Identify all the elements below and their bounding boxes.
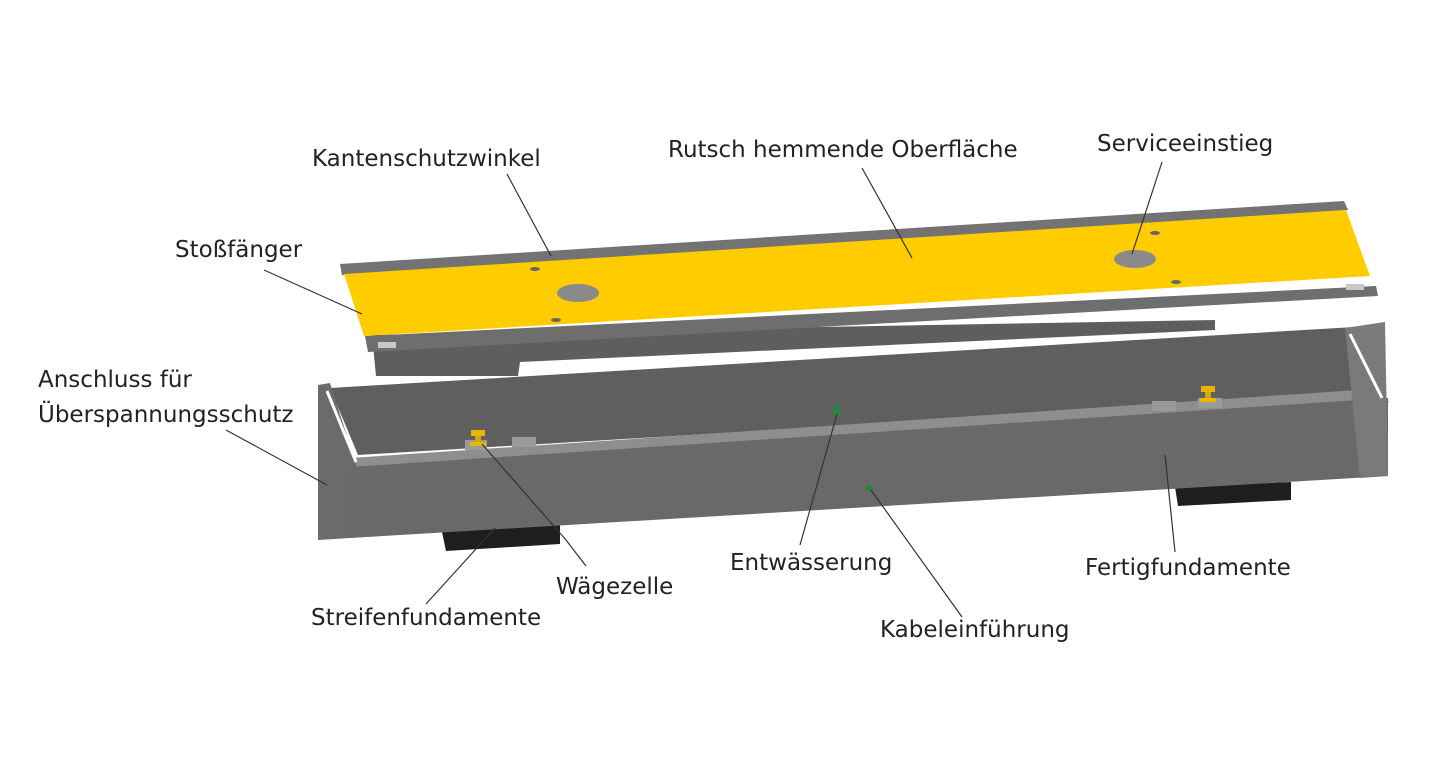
load-cell-seat [1152, 401, 1176, 411]
concrete-pit [318, 322, 1390, 551]
leader-streifenfundamente [425, 527, 496, 605]
bumper-left [378, 342, 396, 348]
load-cell-seat [512, 437, 536, 447]
pit-front-wall [350, 398, 1388, 538]
label-anschluss-line2: Überspannungsschutz [38, 402, 294, 428]
label-entwaesserung: Entwässerung [730, 550, 893, 576]
leader-waegezelle [481, 443, 587, 567]
label-anschluss-line1: Anschluss für [38, 367, 192, 393]
bumper-right [1346, 284, 1364, 290]
pit-back-wall [330, 327, 1357, 455]
label-fertigfundamente: Fertigfundamente [1085, 555, 1291, 581]
leader-kabeleinfuehrung [870, 489, 963, 618]
service-hatch-right [1114, 250, 1156, 268]
cable-entry [866, 485, 872, 491]
deck-front-edge [365, 286, 1378, 352]
service-hatch-left [557, 284, 599, 302]
drainage-outlet [834, 405, 839, 417]
load-cell-seat [1198, 398, 1222, 408]
load-cell-left [470, 430, 486, 446]
leader-anschluss [225, 429, 328, 486]
label-serviceeinstieg: Serviceeinstieg [1097, 131, 1274, 157]
bolt-hole [1171, 280, 1181, 284]
label-stossfaenger: Stoßfänger [175, 237, 303, 263]
label-streifenfundamente: Streifenfundamente [311, 605, 542, 631]
platform-deck [340, 201, 1378, 376]
kantenschutzwinkel-profile [340, 201, 1348, 275]
leader-lines [225, 161, 1176, 618]
bolt-hole [530, 267, 540, 271]
leader-serviceeinstieg [1131, 161, 1163, 255]
leader-entwaesserung [799, 413, 838, 546]
edge-angle-right [1348, 333, 1384, 399]
label-kabeleinfuehrung: Kabeleinführung [880, 617, 1070, 643]
strip-foundation [442, 525, 560, 551]
leader-fertigfundamente [1164, 454, 1176, 553]
edge-angle-left [325, 390, 358, 463]
anti-slip-surface [344, 210, 1370, 336]
pit-left-end-wall [318, 383, 358, 540]
label-waegezelle: Wägezelle [556, 574, 674, 600]
bolt-hole [1150, 231, 1160, 235]
label-rutsch-hemmende-oberflaeche: Rutsch hemmende Oberfläche [668, 137, 1018, 163]
load-cell-right [1200, 386, 1216, 402]
label-kantenschutzwinkel: Kantenschutzwinkel [312, 146, 541, 172]
leader-oberflaeche [861, 167, 913, 259]
leader-stossfaenger [263, 269, 363, 315]
pit-right-end-wall [1345, 322, 1388, 478]
leader-kantenschutzwinkel [506, 173, 552, 257]
precast-foundation [1175, 482, 1291, 506]
bolt-hole [551, 318, 561, 322]
